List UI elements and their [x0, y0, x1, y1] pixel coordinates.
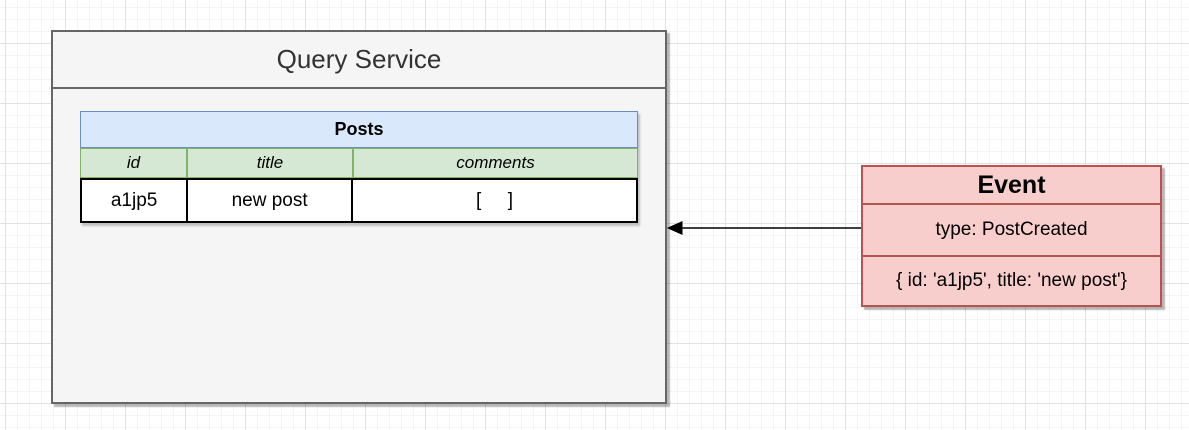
- posts-column-comments: comments: [353, 148, 638, 178]
- arrowhead-icon: [666, 221, 683, 235]
- event-to-query-service-arrow: [666, 221, 863, 235]
- event-node: Event type: PostCreated { id: 'a1jp5', t…: [861, 165, 1162, 307]
- posts-table-header-row: id title comments: [80, 148, 638, 178]
- event-type-field: type: PostCreated: [863, 205, 1160, 257]
- posts-table-data-row: a1jp5 new post [ ]: [80, 178, 638, 223]
- event-title: Event: [863, 167, 1160, 205]
- query-service-title: Query Service: [53, 32, 665, 89]
- posts-column-id: id: [80, 148, 187, 178]
- query-service-node: Query Service Posts id title comments a1…: [51, 30, 667, 404]
- event-payload-field: { id: 'a1jp5', title: 'new post'}: [895, 270, 1128, 291]
- posts-cell-comments: [ ]: [351, 180, 636, 221]
- posts-cell-title: new post: [186, 180, 351, 221]
- posts-table: Posts id title comments a1jp5 new post […: [80, 111, 638, 223]
- posts-table-title: Posts: [80, 111, 638, 148]
- posts-column-title: title: [187, 148, 353, 178]
- posts-cell-id: a1jp5: [110, 189, 158, 211]
